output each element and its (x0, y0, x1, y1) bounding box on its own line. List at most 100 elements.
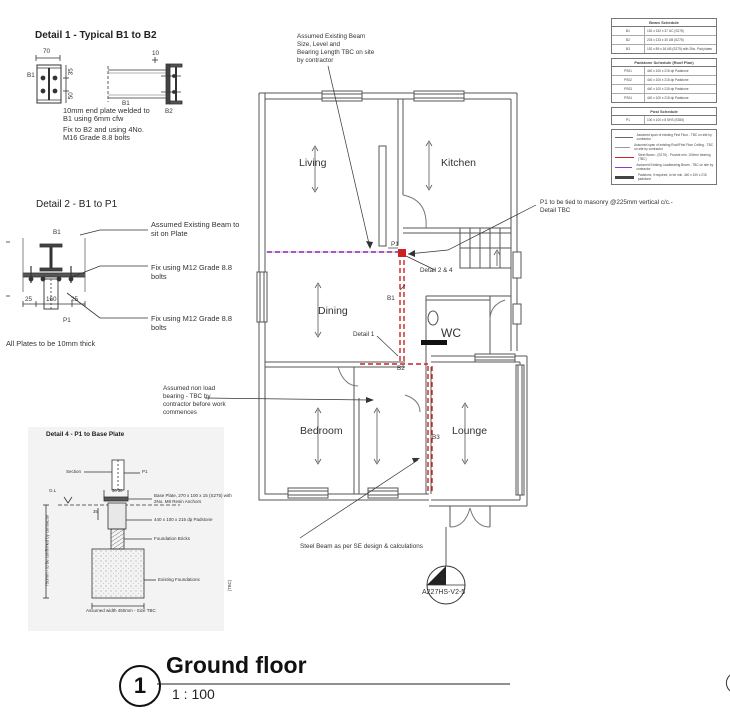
label-b1: B1 (387, 295, 395, 302)
label-p1: P1 (391, 241, 399, 248)
detail2-note-fix1-b: bolts (151, 272, 167, 281)
room-kitchen: Kitchen (441, 157, 477, 169)
beam-schedule-table: Beam Schedule B1 152 x 152 x 37 UC (S275… (611, 18, 717, 54)
schedule-legend: Beam Schedule B1 152 x 152 x 37 UC (S275… (611, 18, 717, 189)
key-item: Steel Beam - (S275) - Provide min. 100mm… (612, 152, 716, 162)
detail4-section-label: Section (66, 469, 82, 474)
detail1-label-b1: B1 (122, 100, 130, 107)
key-item: Assumed span of existing First Floor - T… (612, 132, 716, 142)
section-marker (426, 527, 466, 605)
key-swatch (615, 136, 633, 138)
cell-mark: PS03 (612, 85, 645, 93)
detail2-title: Detail 2 - B1 to P1 (36, 199, 118, 210)
detail1-note-2: B1 using 6mm cfw (63, 114, 124, 123)
edge-marker (725, 674, 730, 692)
key-label: Assumed span of existing Roof/First Floo… (634, 143, 714, 151)
wc-steel-mark (421, 340, 447, 345)
detail4-bricks: Foundation Bricks (154, 536, 191, 541)
note-p1-tie-1: P1 to be tied to masonry @225mm vertical… (540, 199, 673, 206)
table-row: PS04 440 x 100 x 215 dp Padstone (612, 94, 716, 102)
detail4-existing: Existing Foundations (158, 577, 200, 582)
cell-mark: P1 (612, 116, 645, 124)
view-title: Ground floor (166, 652, 307, 678)
detail1-note-3: Fix to B2 and using 4No. (63, 125, 144, 134)
detail1-dim-70: 70 (43, 48, 51, 55)
room-bedroom: Bedroom (300, 425, 343, 437)
note-p1-tie-2: Detail TBC (540, 207, 571, 214)
detail2-label-b1: B1 (53, 229, 61, 236)
note-steel-beam: Steel Beam as per SE design & calculatio… (300, 543, 423, 550)
leader-lines (204, 65, 537, 539)
view-scale: 1 : 100 (172, 686, 215, 702)
key-label: Assumed Existing Loadbearing Beam - TBC … (636, 163, 714, 171)
detail2-drawing (6, 229, 148, 319)
detail4-base-plate-1: Base Plate, 270 x 100 x 15 (S275) with (154, 493, 232, 498)
room-dining: Dining (318, 305, 348, 317)
note-nonload-4: commences (163, 409, 197, 416)
room-living: Living (299, 157, 327, 169)
detail1-note-1: 10mm end plate welded to (63, 106, 150, 115)
detail4-width-note: Assumed width 450mm - Size TBC (86, 608, 156, 613)
detail2-dim-25b: 25 (71, 296, 79, 303)
floor-plan-walls (256, 90, 528, 528)
detail4-depth-note: 750mm - to be confirmed by contractor (44, 514, 50, 587)
key-label: Steel Beam - (S275) - Provide min. 100mm… (638, 153, 711, 161)
table-row: PS02 440 x 100 x 215 dp Padstone (612, 76, 716, 85)
cell-spec: 440 x 100 x 215 dp Padstone (647, 69, 689, 73)
label-b3: B3 (432, 434, 440, 441)
key-item: Assumed span of existing Roof/First Floo… (612, 142, 716, 152)
detail2-plates-note: All Plates to be 10mm thick (6, 339, 96, 348)
detail4-dim-mid: 35 (93, 509, 98, 514)
table-row: P1 100 x 100 x 8 SHS (S355) (612, 116, 716, 124)
leader-arrowheads (366, 241, 420, 463)
detail4-gl-label: G.L (49, 488, 57, 493)
key-label: Padstone, if required, to be min. 440 x … (637, 173, 707, 181)
detail2-note-fix2-a: Fix using M12 Grade 8.8 (151, 314, 232, 323)
detail1-drawing (35, 55, 183, 105)
key-swatch (615, 175, 634, 179)
padstone-schedule-title: Padstone Schedule (Roof Plan) (612, 59, 716, 67)
key-label: Assumed span of existing First Floor - T… (636, 133, 712, 141)
note-assumed-beam-1: Assumed Existing Beam (297, 33, 366, 40)
section-marker-ref: A227HS-V2-5 (422, 589, 466, 596)
detail4-side-mark: (TBC) (227, 579, 233, 592)
cell-spec: 440 x 100 x 215 dp Padstone (647, 78, 689, 82)
detail1-label-b2: B2 (165, 108, 173, 115)
note-assumed-beam-4: by contractor (297, 57, 334, 64)
table-row: B2 203 x 133 x 30 UB (S275) (612, 36, 716, 45)
detail4-base-plate-2: 2No. M8 Resin Anchors (154, 499, 202, 504)
detail2-note-fix1-a: Fix using M12 Grade 8.8 (151, 263, 232, 272)
label-b2: B2 (397, 365, 405, 372)
note-nonload-3: contractor before work (163, 401, 226, 408)
table-row: PS01 440 x 100 x 215 dp Padstone (612, 67, 716, 76)
cell-mark: B1 (612, 27, 645, 35)
cell-spec: 100 x 100 x 8 SHS (S355) (647, 118, 685, 122)
detail2-note-beam-2: sit on Plate (151, 229, 188, 238)
detail1-dim-35: 35 (67, 68, 75, 76)
detail2-note-fix2-b: bolts (151, 323, 167, 332)
cell-spec: 440 x 100 x 215 dp Padstone (647, 87, 689, 91)
detail4-title: Detail 4 - P1 to Base Plate (46, 431, 125, 438)
note-nonload-1: Assumed non load (163, 385, 216, 392)
key-item: Padstone, if required, to be min. 440 x … (612, 172, 716, 182)
cell-mark: PS02 (612, 76, 645, 84)
key-swatch (615, 146, 631, 148)
cell-mark: B3 (612, 45, 645, 53)
label-detail24: Detail 2 & 4 (420, 267, 453, 274)
detail4-padstone: 440 x 100 x 215 dp Padstone (154, 517, 213, 522)
detail4-dim-top: 30 30 (112, 488, 123, 493)
label-detail1: Detail 1 (353, 331, 375, 338)
view-number-circle: 1 (119, 665, 161, 707)
detail2-label-p1: P1 (63, 317, 71, 324)
detail1-dim-50: 50 (67, 92, 75, 100)
table-row: B3 152 x 89 x 16 UB (S275) with 2No. Pad… (612, 45, 716, 53)
detail1-dim-10: 10 (152, 50, 160, 57)
detail4-p1-label: P1 (142, 469, 148, 474)
cell-spec: 152 x 152 x 37 UC (S275) (647, 29, 684, 33)
room-lounge: Lounge (452, 425, 488, 437)
section-marker-number: 1 (440, 575, 444, 582)
padstone-schedule-table: Padstone Schedule (Roof Plan) PS01 440 x… (611, 58, 717, 103)
beam-schedule-title: Beam Schedule (612, 19, 716, 27)
key-item: Assumed Existing Loadbearing Beam - TBC … (612, 162, 716, 172)
